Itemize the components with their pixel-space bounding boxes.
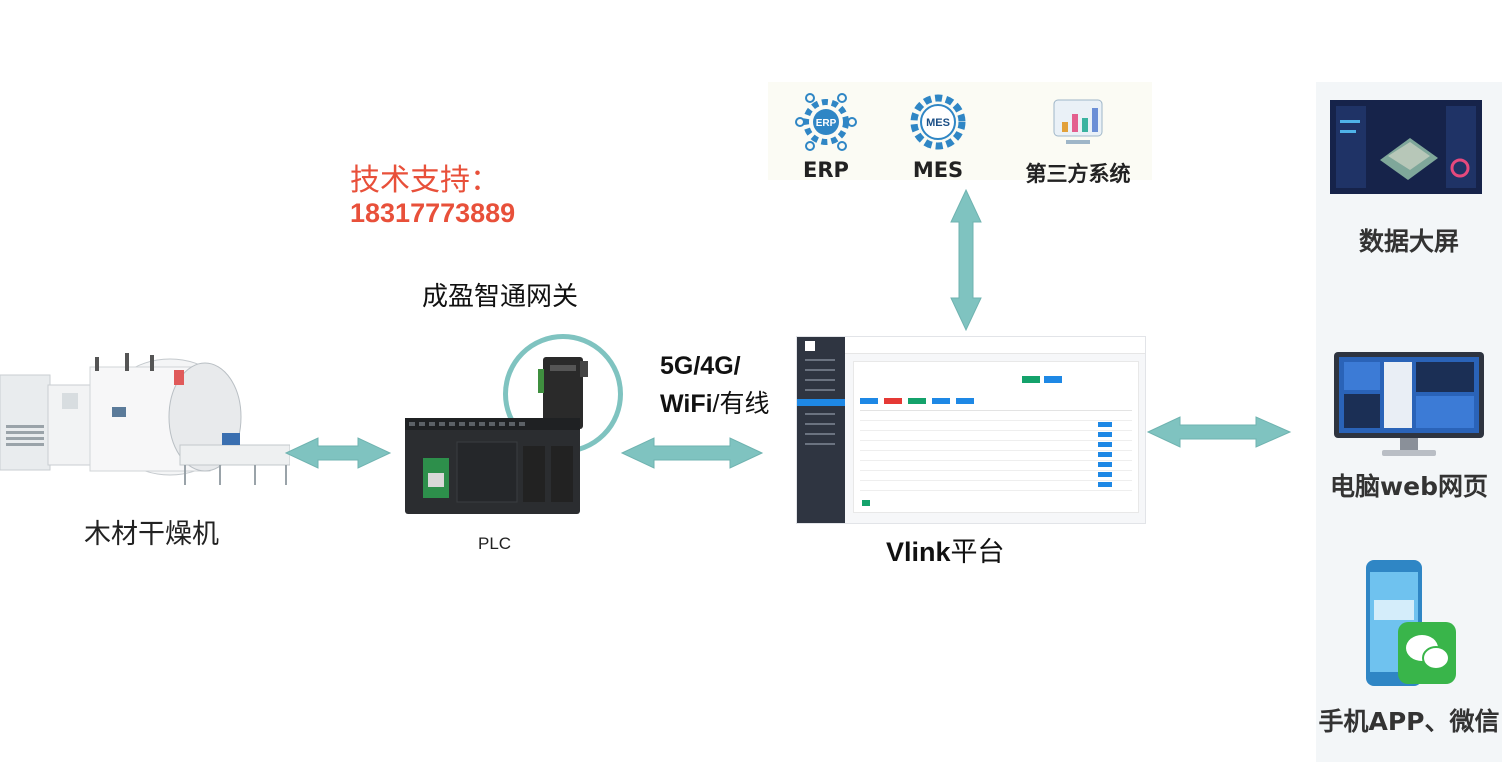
- label-vlink-platform: Vlink平台: [886, 530, 1005, 569]
- system-mes-label: MES: [912, 158, 964, 182]
- client-dashboard-label: 数据大屏: [1358, 227, 1459, 256]
- system-third-party: 第三方系统: [1016, 92, 1140, 188]
- chart-board-icon: [1053, 99, 1103, 144]
- label-vlink: Vlink: [886, 537, 951, 567]
- arrow-plc-platform: [620, 437, 764, 469]
- client-mobile-label: 手机APP、微信: [1318, 707, 1500, 736]
- systems-panel: ERP ERP MES MES 第三方系统: [768, 82, 1152, 186]
- arrow-dryer-plc: [284, 437, 392, 469]
- system-third-party-label: 第三方系统: [1025, 162, 1131, 186]
- label-network-wifi: WiFi: [660, 390, 713, 418]
- system-erp: ERP ERP: [790, 92, 862, 182]
- mes-gear-icon: MES: [910, 94, 966, 150]
- phone-wechat-icon: [1366, 560, 1456, 686]
- label-network-wired: /有线: [712, 390, 770, 418]
- desktop-monitor-icon: [1334, 352, 1484, 456]
- support-phone: 18317773889: [350, 198, 516, 228]
- svg-text:ERP: ERP: [816, 118, 837, 129]
- system-erp-label: ERP: [803, 158, 849, 182]
- label-network-line1: 5G/4G/: [660, 352, 741, 380]
- erp-gear-icon: ERP: [795, 93, 857, 151]
- plc-device-image: [405, 418, 580, 514]
- platform-table-card: [853, 361, 1139, 513]
- vlink-platform-screenshot: [796, 336, 1146, 524]
- label-wood-dryer: 木材干燥机: [84, 519, 219, 550]
- svg-text:MES: MES: [926, 117, 950, 129]
- arrow-platform-clients: [1146, 416, 1292, 448]
- label-gateway: 成盈智通网关: [422, 282, 579, 312]
- dashboard-screen-icon: [1330, 100, 1482, 194]
- label-platform-cn: 平台: [950, 537, 1005, 568]
- label-network-line2: WiFi/有线: [660, 384, 770, 420]
- platform-logo-icon: [805, 341, 815, 351]
- label-plc: PLC: [478, 534, 512, 553]
- system-mes: MES MES: [902, 92, 974, 182]
- support-title: 技术支持：: [350, 163, 500, 198]
- gateway-icon: [538, 357, 588, 429]
- client-web-label: 电脑web网页: [1330, 472, 1488, 501]
- platform-topbar: [845, 337, 1145, 354]
- platform-sidebar-active: [797, 399, 845, 406]
- platform-sidebar: [797, 337, 845, 523]
- wood-dryer-image: [0, 353, 290, 485]
- arrow-platform-systems: [950, 188, 982, 332]
- clients-panel: 数据大屏 电脑web网页 手机APP、微信: [1316, 82, 1502, 762]
